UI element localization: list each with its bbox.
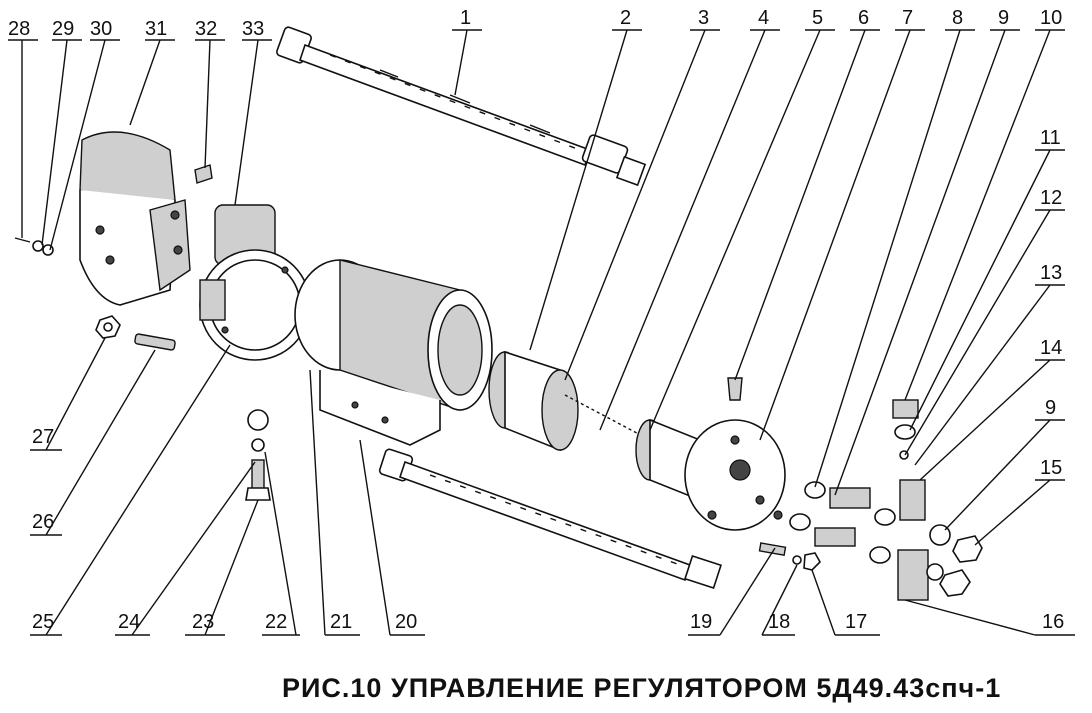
label-31: 31 (145, 18, 167, 40)
label-28: 28 (8, 18, 30, 40)
label-23: 23 (192, 611, 214, 633)
label-9-top: 9 (998, 7, 1009, 29)
label-20: 20 (395, 611, 417, 633)
label-8: 8 (952, 7, 963, 29)
label-12: 12 (1040, 187, 1062, 209)
leader-lines (8, 29, 1065, 546)
label-24: 24 (118, 611, 140, 633)
label-2: 2 (620, 7, 631, 29)
small-bracket (194, 164, 213, 184)
label-22: 22 (265, 611, 287, 633)
piston-assembly (488, 350, 701, 502)
label-27: 27 (32, 426, 54, 448)
label-17: 17 (845, 611, 867, 633)
label-13: 13 (1040, 262, 1062, 284)
label-14: 14 (1040, 337, 1062, 359)
valve-assembly (199, 204, 311, 361)
label-29: 29 (52, 18, 74, 40)
label-11: 11 (1040, 127, 1061, 149)
label-9-right: 9 (1045, 397, 1056, 419)
cover (79, 131, 191, 306)
label-19: 19 (690, 611, 712, 633)
label-21: 21 (330, 611, 352, 633)
label-15: 15 (1040, 457, 1062, 479)
label-3: 3 (698, 7, 709, 29)
part-number-labels: 28 29 30 31 32 33 1 2 3 4 5 6 7 8 9 10 1… (8, 7, 1064, 633)
label-26: 26 (32, 511, 54, 533)
lower-hose (378, 448, 722, 590)
label-10: 10 (1040, 7, 1062, 29)
label-33: 33 (242, 18, 264, 40)
leader-lines-bottom (30, 337, 1075, 636)
label-6: 6 (858, 7, 869, 29)
label-1: 1 (460, 7, 471, 29)
fittings (758, 399, 983, 601)
label-16: 16 (1042, 611, 1064, 633)
cylinder-housing (294, 259, 493, 446)
figure-caption: РИС.10 УПРАВЛЕНИЕ РЕГУЛЯТОРОМ 5Д49.43спч… (282, 673, 1001, 703)
label-18: 18 (768, 611, 790, 633)
label-5: 5 (812, 7, 823, 29)
upper-hose (276, 26, 647, 187)
label-25: 25 (32, 611, 54, 633)
end-cap (684, 377, 786, 531)
bolt-set (245, 409, 271, 501)
label-30: 30 (90, 18, 112, 40)
label-32: 32 (195, 18, 217, 40)
stud-and-nuts (14, 237, 176, 351)
label-4: 4 (758, 7, 769, 29)
label-7: 7 (902, 7, 913, 29)
